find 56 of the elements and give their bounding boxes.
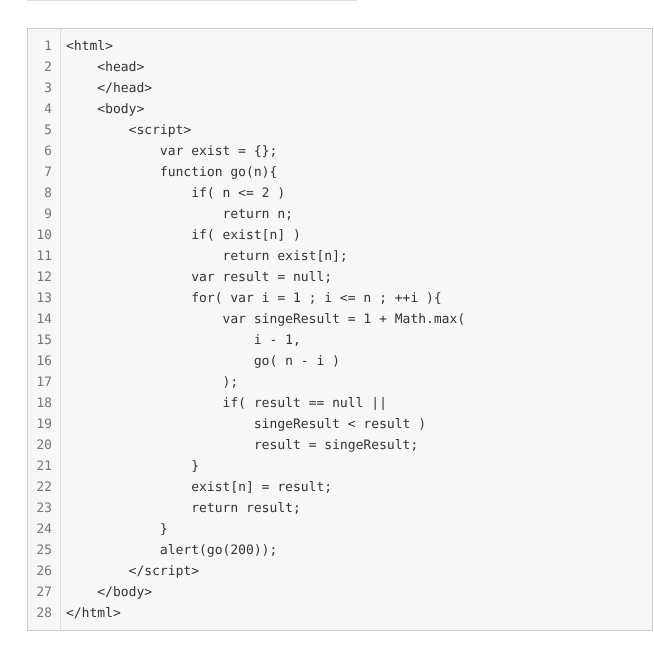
code-line: if( exist[n] ) [190,227,301,245]
line-number: 8 [43,185,52,203]
code-line: singeResult < result ) [252,416,426,434]
line-number: 6 [43,143,52,161]
code-line: return exist[n]; [222,248,348,266]
code-line: ); [222,374,238,392]
code-line: if( result == null || [222,395,387,413]
code-line: exist[n] = result; [190,479,332,497]
code-line: <head> [96,59,144,77]
line-number: 22 [35,479,52,497]
line-number: 10 [35,227,52,245]
line-number: 15 [35,332,52,350]
code-line: result = singeResult; [252,437,418,455]
line-number: 3 [43,80,52,98]
code-line: </script> [128,563,200,581]
line-number: 23 [35,500,52,518]
code-line: </body> [96,584,152,602]
code-line: } [158,521,168,539]
line-number: 16 [35,353,52,371]
code-line: </head> [96,80,152,98]
line-number: 13 [35,290,52,308]
code-line: return n; [222,206,293,224]
line-number: 11 [35,248,52,266]
code-line: go( n - i ) [252,353,340,371]
line-number: 27 [35,584,52,602]
line-number: 24 [35,521,52,539]
code-line: alert(go(200)); [158,542,278,560]
code-line: } [190,458,200,476]
code-line: return result; [190,500,301,518]
line-number: 18 [35,395,52,413]
code-line: var result = null; [190,269,332,287]
code-line: var exist = {}; [158,143,278,161]
line-number: 17 [35,374,52,392]
line-number: 19 [35,416,52,434]
code-line: </html> [66,605,121,623]
line-number: 1 [43,38,52,56]
line-number: 2 [43,59,52,77]
line-number: 20 [35,437,52,455]
line-number: 28 [35,605,52,623]
code-line: <html> [66,38,113,56]
line-number: 9 [43,206,52,224]
line-number: 12 [35,269,52,287]
line-number: 25 [35,542,52,560]
line-number: 7 [43,164,52,182]
code-line: <body> [96,101,144,119]
line-number: 14 [35,311,52,329]
code-line: for( var i = 1 ; i <= n ; ++i ){ [190,290,442,308]
line-number: 26 [35,563,52,581]
code-line: i - 1, [252,332,301,350]
line-number: 4 [43,101,52,119]
code-line: <script> [128,122,192,140]
code-line: function go(n){ [158,164,278,182]
line-number: 21 [35,458,52,476]
code-line: if( n <= 2 ) [190,185,286,203]
code-line: var singeResult = 1 + Math.max( [222,311,466,329]
line-number: 5 [43,122,52,140]
